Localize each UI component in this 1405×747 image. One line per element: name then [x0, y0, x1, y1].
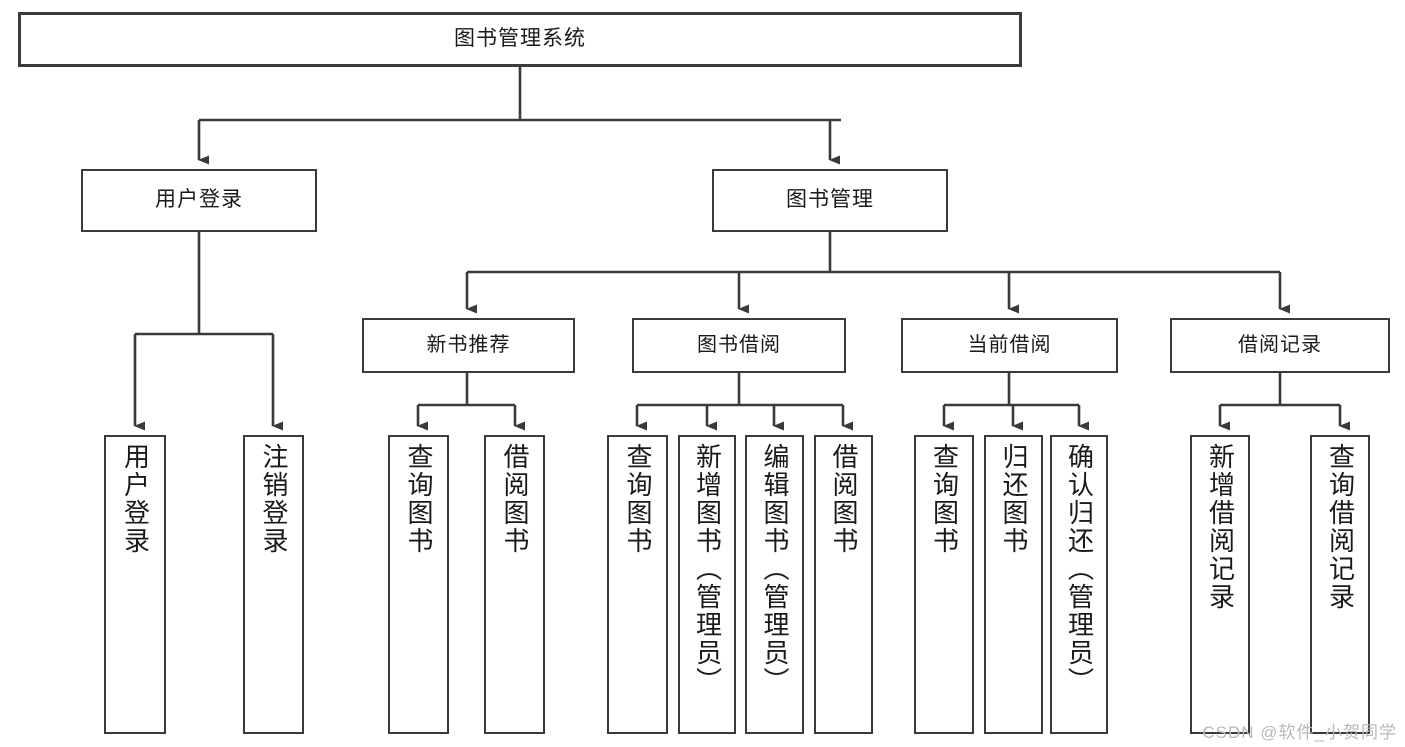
node-new-book-recommend-label: 新书推荐: [426, 334, 511, 356]
node-book-management-label: 图书管理: [786, 188, 874, 212]
node-book-management[interactable]: 图书管理: [712, 169, 948, 232]
leaf-query-book-2-label: 查询图书: [623, 443, 654, 555]
watermark-text: CSDN @软件_小贺同学: [1202, 723, 1397, 742]
leaf-user-logout[interactable]: 注销登录: [243, 435, 304, 734]
leaf-add-borrow-record[interactable]: 新增借阅记录: [1190, 435, 1250, 734]
node-borrow-record-label: 借阅记录: [1238, 334, 1322, 356]
node-current-borrow[interactable]: 当前借阅: [901, 318, 1118, 373]
node-borrow-record[interactable]: 借阅记录: [1170, 318, 1390, 373]
leaf-add-book-label: 新增图书（管理员）: [692, 443, 723, 695]
leaf-return-book[interactable]: 归还图书: [984, 435, 1043, 734]
leaf-user-logout-label: 注销登录: [259, 443, 290, 555]
leaf-query-borrow-record-label: 查询借阅记录: [1325, 443, 1356, 611]
leaf-query-book-3[interactable]: 查询图书: [914, 435, 974, 734]
leaf-borrow-book-2-label: 借阅图书: [829, 443, 860, 555]
node-new-book-recommend[interactable]: 新书推荐: [362, 318, 575, 373]
node-user-login-label: 用户登录: [155, 188, 243, 212]
leaf-add-borrow-record-label: 新增借阅记录: [1205, 443, 1236, 611]
node-current-borrow-label: 当前借阅: [967, 334, 1052, 356]
leaf-borrow-book-1[interactable]: 借阅图书: [484, 435, 545, 734]
leaf-return-book-label: 归还图书: [999, 443, 1030, 555]
leaf-confirm-return[interactable]: 确认归还（管理员）: [1050, 435, 1108, 734]
leaf-borrow-book-1-label: 借阅图书: [500, 443, 531, 555]
node-root-label: 图书管理系统: [454, 27, 586, 51]
node-book-borrow[interactable]: 图书借阅: [632, 318, 846, 373]
node-book-borrow-label: 图书借阅: [697, 334, 781, 356]
leaf-edit-book[interactable]: 编辑图书（管理员）: [745, 435, 804, 734]
leaf-query-book-1[interactable]: 查询图书: [388, 435, 449, 734]
leaf-user-login[interactable]: 用户登录: [104, 435, 166, 734]
leaf-confirm-return-label: 确认归还（管理员）: [1064, 443, 1095, 695]
node-root[interactable]: 图书管理系统: [18, 12, 1022, 67]
leaf-query-borrow-record[interactable]: 查询借阅记录: [1310, 435, 1370, 734]
leaf-borrow-book-2[interactable]: 借阅图书: [814, 435, 873, 734]
leaf-query-book-1-label: 查询图书: [404, 443, 435, 555]
leaf-add-book[interactable]: 新增图书（管理员）: [678, 435, 736, 734]
leaf-query-book-2[interactable]: 查询图书: [607, 435, 668, 734]
leaf-query-book-3-label: 查询图书: [929, 443, 960, 555]
leaf-edit-book-label: 编辑图书（管理员）: [760, 443, 791, 695]
leaf-user-login-label: 用户登录: [120, 443, 151, 555]
node-user-login[interactable]: 用户登录: [81, 169, 317, 232]
